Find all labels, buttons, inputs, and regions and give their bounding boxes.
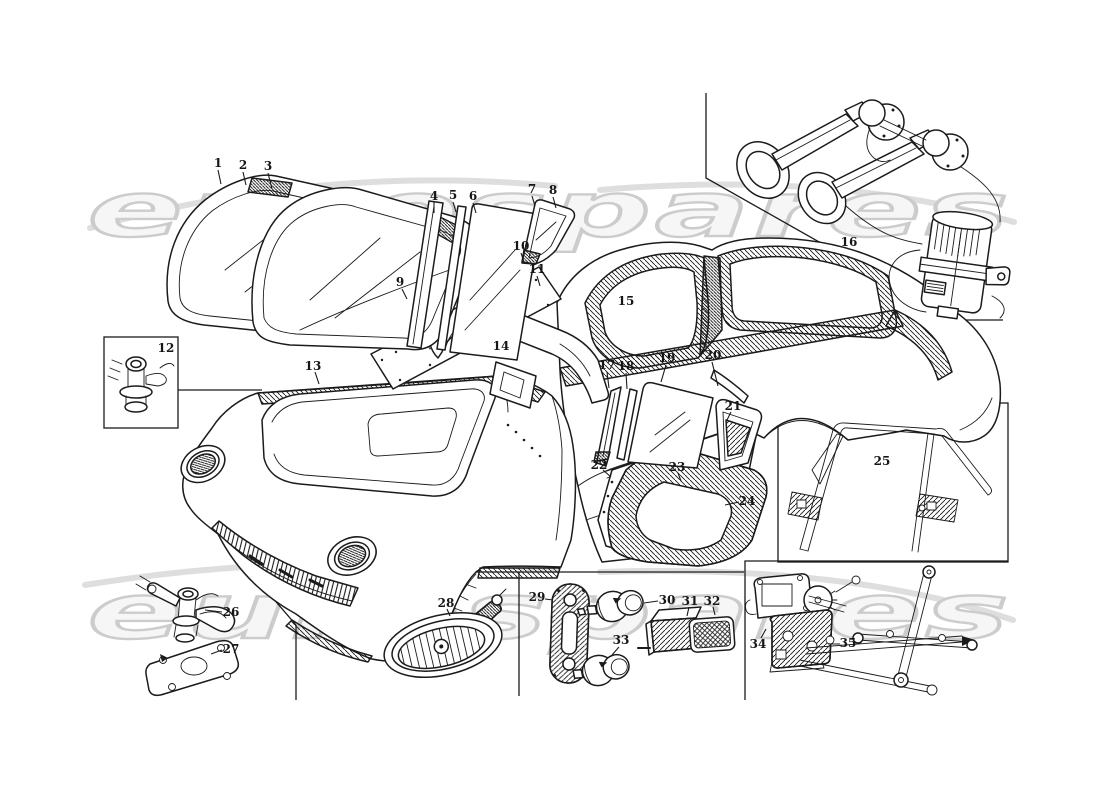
window-channel-1 bbox=[406, 200, 444, 349]
part-label-16: 16 bbox=[841, 235, 858, 249]
part-label-28: 28 bbox=[438, 596, 455, 610]
part-label-33: 33 bbox=[613, 633, 630, 647]
illustration bbox=[107, 99, 1011, 697]
quarter-window-group bbox=[521, 199, 576, 265]
part-label-22: 22 bbox=[591, 458, 608, 472]
part-label-23: 23 bbox=[669, 460, 686, 474]
oval-grille-part-28 bbox=[383, 588, 507, 678]
box-part-34-35 bbox=[744, 560, 1008, 700]
pillar-rivets bbox=[506, 423, 542, 458]
part-label-27: 27 bbox=[223, 642, 240, 656]
part-label-19: 19 bbox=[659, 351, 676, 365]
part-label-20: 20 bbox=[705, 348, 722, 362]
part-label-32: 32 bbox=[704, 594, 721, 608]
part-label-4: 4 bbox=[430, 189, 438, 203]
part-label-11: 11 bbox=[529, 262, 546, 276]
horn-trumpet-1 bbox=[771, 113, 859, 171]
window-regulator-part-35 bbox=[769, 565, 978, 696]
door-frame-part-25 bbox=[787, 422, 993, 553]
lamp-body-part-31 bbox=[637, 606, 702, 656]
bridge-hatch bbox=[699, 255, 723, 357]
part-label-8: 8 bbox=[549, 183, 557, 197]
part-label-25: 25 bbox=[874, 454, 891, 468]
part-label-12: 12 bbox=[158, 341, 175, 355]
vent-window bbox=[715, 398, 763, 471]
part-label-3: 3 bbox=[264, 159, 272, 173]
valance-hatch bbox=[285, 619, 373, 663]
rocker-hatch bbox=[477, 567, 561, 579]
part-label-34: 34 bbox=[750, 637, 767, 651]
part-label-35: 35 bbox=[840, 636, 857, 650]
part-label-15: 15 bbox=[618, 294, 635, 308]
door-window-group bbox=[406, 200, 542, 361]
rear-door-glass bbox=[627, 381, 714, 469]
door-internals bbox=[593, 369, 768, 567]
part-label-5: 5 bbox=[449, 188, 457, 202]
lamp-part-33 bbox=[572, 653, 630, 687]
hood-panel bbox=[261, 379, 497, 497]
part-label-21: 21 bbox=[725, 399, 742, 413]
horn-compressor bbox=[918, 210, 1011, 320]
part-label-17: 17 bbox=[599, 358, 616, 372]
part-label-24: 24 bbox=[739, 494, 756, 508]
part-label-18: 18 bbox=[618, 359, 635, 373]
horns-group bbox=[736, 99, 1011, 320]
plate-part-27 bbox=[145, 639, 240, 697]
part-label-29: 29 bbox=[529, 590, 546, 604]
part-label-30: 30 bbox=[659, 593, 676, 607]
part-label-31: 31 bbox=[682, 594, 699, 608]
part-label-26: 26 bbox=[223, 605, 240, 619]
part-label-6: 6 bbox=[469, 189, 477, 203]
part-label-10: 10 bbox=[513, 239, 530, 253]
vent-frame-strip bbox=[710, 369, 749, 404]
window-channel-2 bbox=[436, 205, 467, 351]
lamp-part-30 bbox=[576, 589, 644, 623]
quarter-channel-2 bbox=[616, 388, 638, 461]
latch-part-26 bbox=[135, 575, 236, 643]
door-outer-skin bbox=[607, 450, 768, 567]
windshield-trim-hatch bbox=[247, 177, 293, 198]
part-label-13: 13 bbox=[305, 359, 322, 373]
box-part-12 bbox=[103, 336, 179, 429]
leader-lines bbox=[204, 169, 840, 656]
part-label-1: 1 bbox=[214, 156, 222, 170]
part-label-2: 2 bbox=[239, 158, 247, 172]
part-label-7: 7 bbox=[528, 182, 536, 196]
fender-hatch bbox=[885, 309, 953, 381]
lens-part-32 bbox=[688, 616, 736, 653]
part-label-14: 14 bbox=[493, 339, 510, 353]
watermark-swoosh-bottom-right bbox=[597, 568, 1016, 623]
part-label-9: 9 bbox=[396, 275, 404, 289]
headlight-opening-right bbox=[327, 536, 377, 576]
front-body-shell bbox=[180, 375, 577, 663]
door-lock-part-34 bbox=[745, 573, 861, 619]
headlight-opening-left bbox=[180, 444, 226, 484]
striker-part-12 bbox=[107, 356, 175, 413]
